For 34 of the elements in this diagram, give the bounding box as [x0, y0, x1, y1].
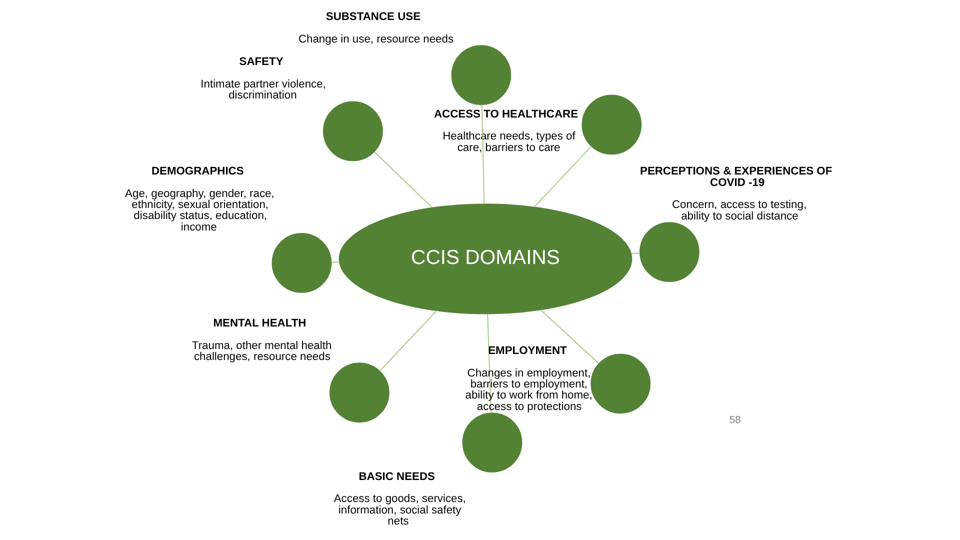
connector [486, 314, 492, 414]
connector [540, 310, 599, 364]
node-label: EMPLOYMENT [488, 345, 566, 358]
node-label: Trauma, other mental health challenges, resource needs [191, 340, 332, 363]
node-label: Age, geography, gender, race, ethnicity, sexual orientation, disability status, education, income [124, 188, 274, 234]
node-label: SAFETY [238, 56, 283, 68]
node-label: Intimate partner violence, discrimination [200, 78, 326, 102]
node-label: ACCESS TO HEALTHCARE [434, 108, 578, 120]
node-ellipse: CCIS DOMAINS [338, 204, 632, 314]
node-circle [450, 45, 511, 106]
node-circle [328, 362, 389, 423]
connector [330, 262, 339, 263]
node-circle [271, 233, 332, 293]
node-label: SUBSTANCE USE [325, 11, 420, 24]
node-label: Concern, access to testing, ability to social distance [671, 199, 806, 222]
connector [373, 151, 432, 208]
label: 58 [729, 414, 740, 426]
node-circle [322, 101, 382, 162]
node-circle [590, 354, 650, 414]
node-label: PERCEPTIONS & EXPERIENCES OF COVID -19 [640, 166, 832, 189]
connector [480, 104, 484, 204]
node-circle [581, 94, 642, 155]
node-label: DEMOGRAPHICS [150, 165, 244, 178]
node-label: MENTAL HEALTH [212, 317, 306, 330]
node-label: Changes in employment, barriers to employment, ability to work from home, access to protections [464, 367, 592, 413]
node-label: Access to goods, services, information, social safety nets [333, 493, 466, 528]
node-circle [639, 222, 699, 282]
connector [630, 252, 640, 254]
node-label: BASIC NEEDS [358, 470, 434, 483]
connector [533, 146, 592, 208]
node-label: Change in use, resource needs [298, 33, 454, 46]
node-label: Healthcare needs, types of care, barriers to care [442, 130, 575, 154]
connector [378, 310, 437, 372]
node-circle [462, 412, 522, 472]
